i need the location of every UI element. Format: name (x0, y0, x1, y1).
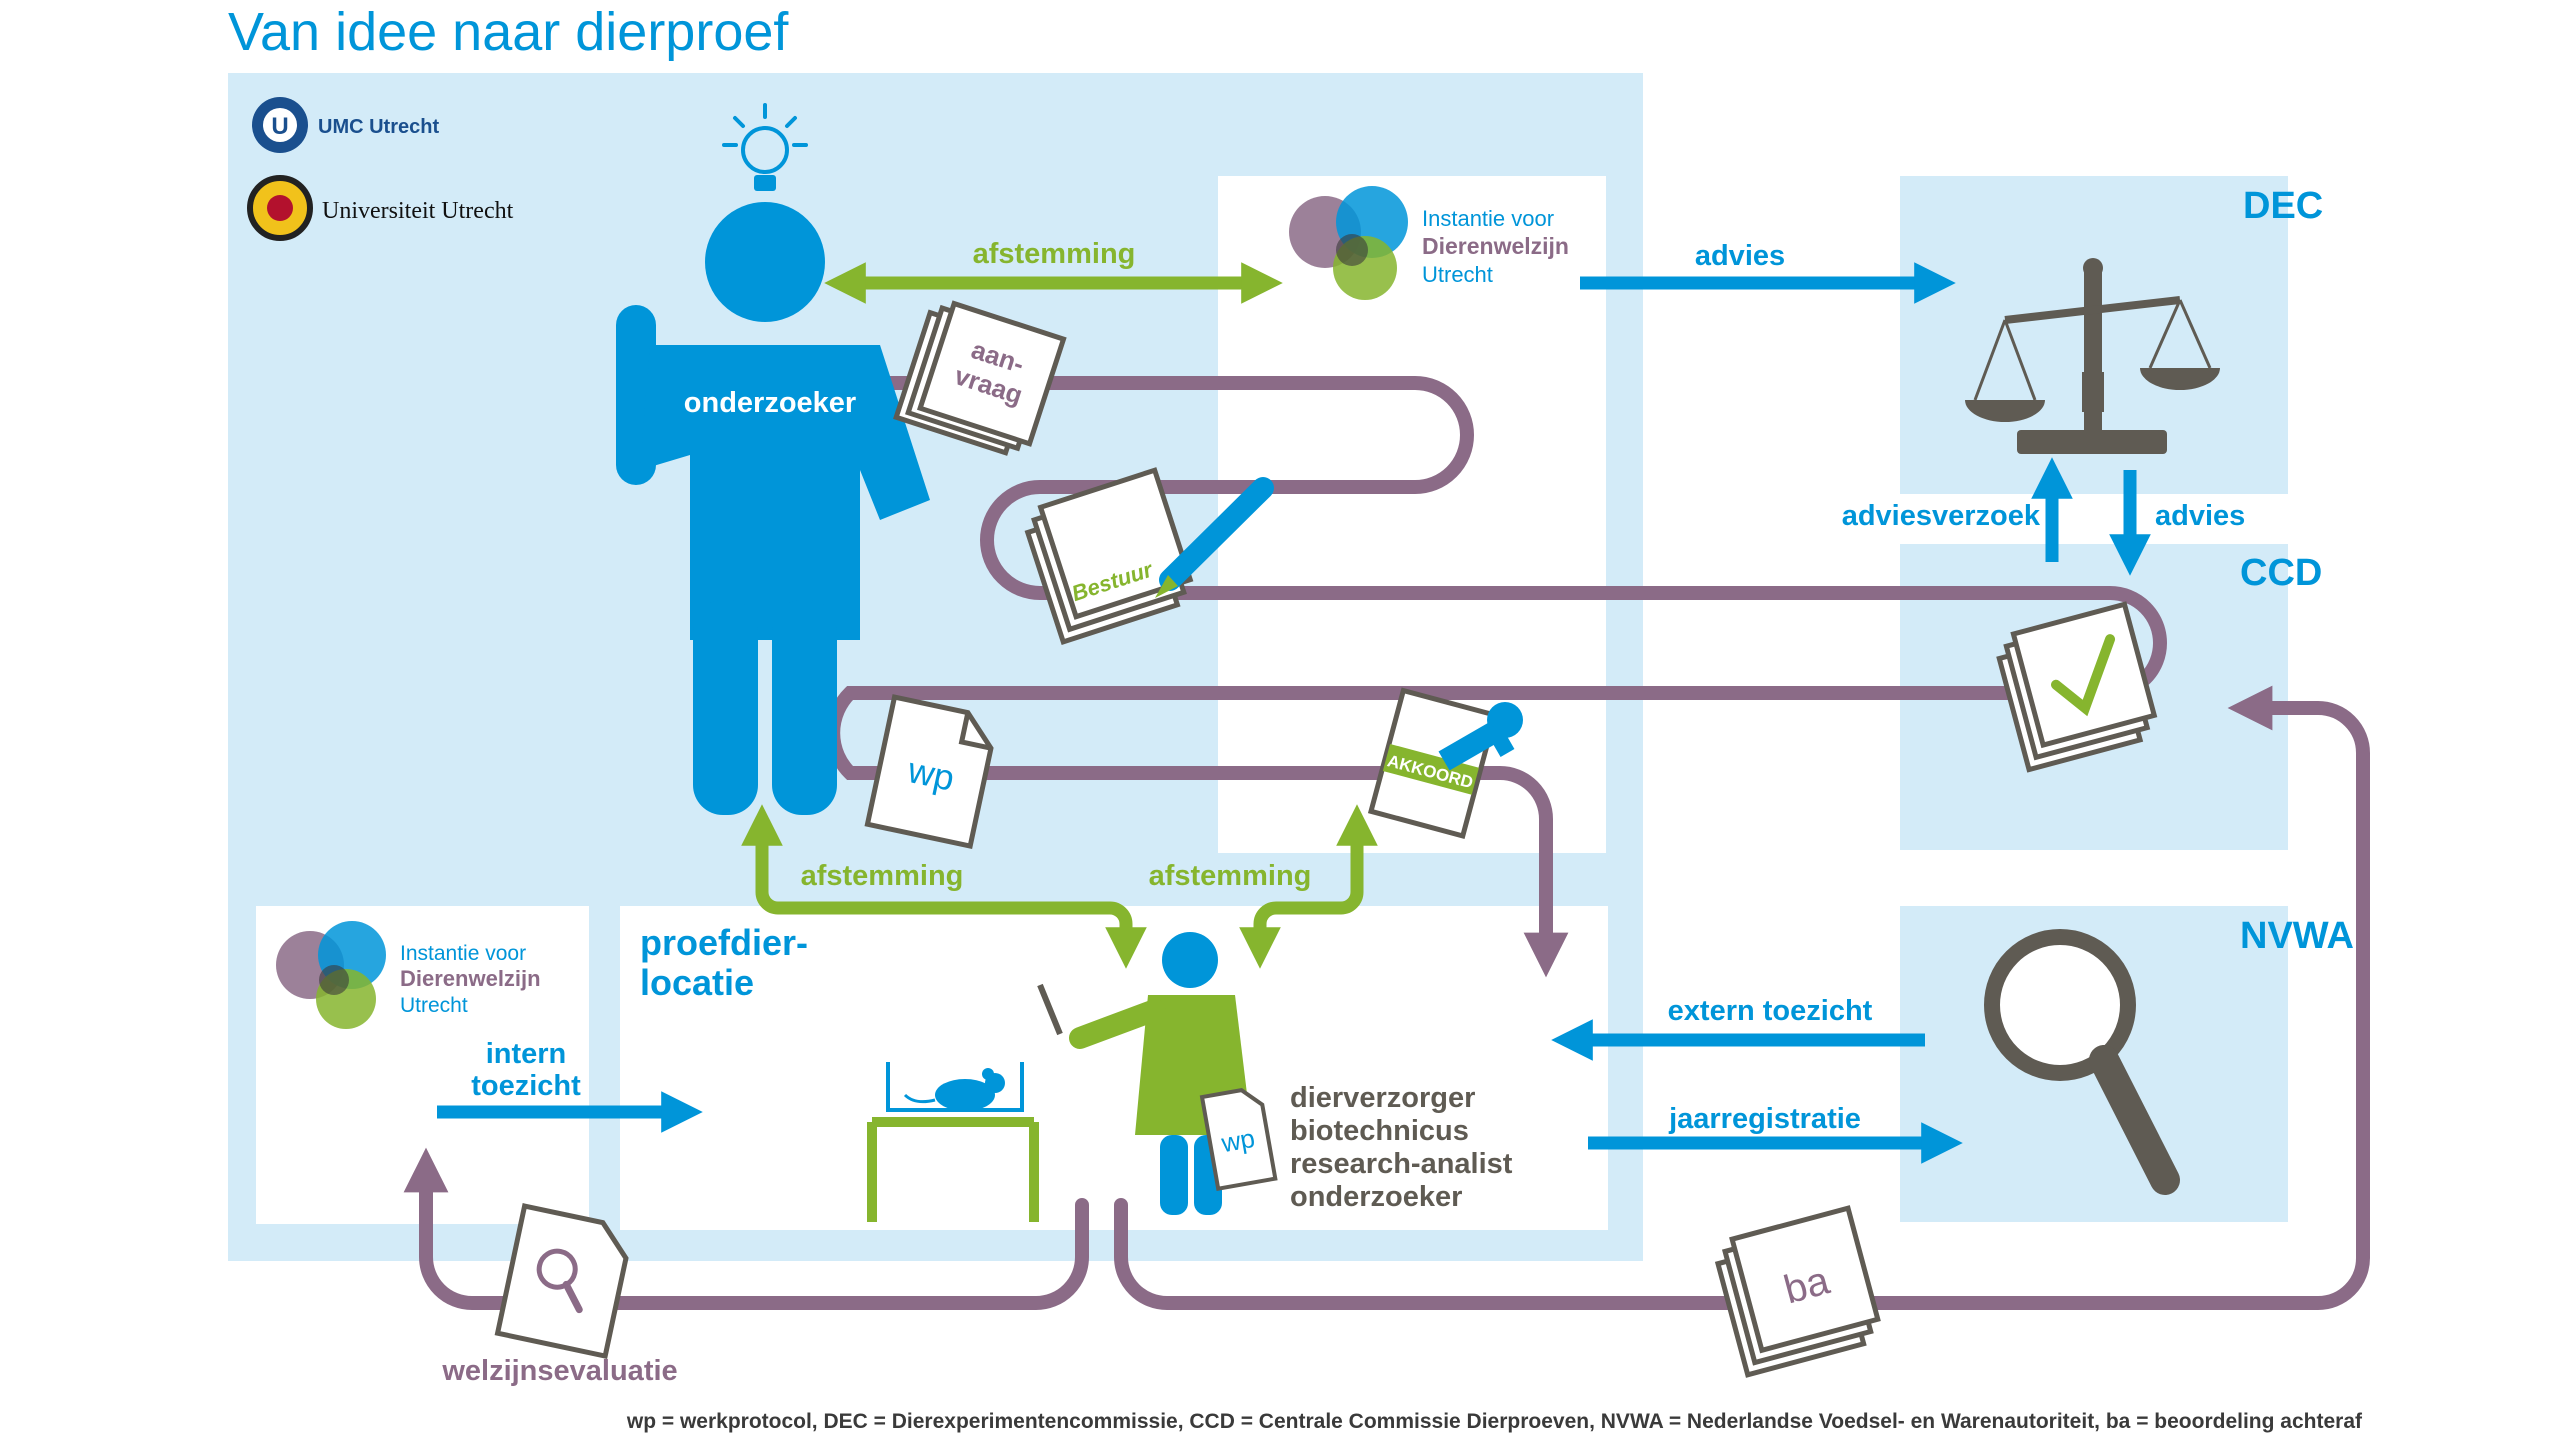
ivd-logo: Instantie voor Dierenwelzijn Utrecht (1289, 186, 1569, 300)
label-advies-ccd: advies (2155, 500, 2245, 532)
staff-figure: wp (1037, 932, 1278, 1215)
ivd-logo-small: Instantie voor Dierenwelzijn Utrecht (276, 921, 541, 1029)
retrospective-document: ba (1714, 1205, 1881, 1378)
staff-role-1: dierverzorger (1290, 1082, 1475, 1114)
mouse-icon (935, 1079, 995, 1111)
approval-document: AKKOORD (1367, 687, 1523, 839)
label-extern-toezicht: extern toezicht (1668, 995, 1873, 1027)
svg-text:Utrecht: Utrecht (400, 994, 468, 1017)
page-title: Van idee naar dierproef (228, 2, 789, 62)
label-afstemming-left: afstemming (801, 860, 964, 892)
blue-arrows (437, 262, 2151, 1164)
work-protocol-document: wp (864, 694, 994, 850)
dec-label: DEC (2243, 185, 2323, 227)
ccd-approval-document (1996, 601, 2158, 773)
svg-text:wp: wp (904, 749, 959, 799)
mouse-cage-icon (867, 1062, 1039, 1222)
svg-text:U: U (271, 113, 288, 140)
magnifier-icon (536, 1248, 578, 1290)
label-jaarregistratie: jaarregistratie (1668, 1103, 1861, 1135)
application-document: aan- vraag (893, 300, 1067, 456)
welfare-evaluation-document (494, 1203, 629, 1360)
syringe-icon (1037, 983, 1063, 1036)
staff-role-3: research-analist (1290, 1148, 1513, 1180)
staff-wp-document: wp (1199, 1088, 1278, 1191)
uu-logo: Universiteit Utrecht (247, 175, 514, 241)
svg-text:Dierenwelzijn: Dierenwelzijn (400, 966, 541, 991)
nvwa-label: NVWA (2240, 915, 2354, 957)
staff-role-4: onderzoeker (1290, 1181, 1462, 1213)
process-path (403, 376, 2370, 1310)
label-afstemming-top: afstemming (973, 238, 1136, 270)
svg-text:wp: wp (1218, 1123, 1257, 1158)
researcher-label: onderzoeker (684, 387, 856, 419)
stamp-icon (1438, 702, 1523, 771)
researcher-figure: onderzoeker (616, 202, 930, 815)
label-advies-top: advies (1695, 240, 1785, 272)
label-adviesverzoek: adviesverzoek (1842, 500, 2041, 532)
location-label-2: locatie (640, 962, 754, 1003)
label-welzijnsevaluatie: welzijnsevaluatie (441, 1355, 677, 1387)
scale-icon (1965, 258, 2220, 454)
svg-text:Utrecht: Utrecht (1422, 262, 1493, 287)
label-intern-1: intern (486, 1038, 567, 1070)
location-label-1: proefdier- (640, 922, 808, 963)
svg-text:Instantie voor: Instantie voor (400, 942, 526, 965)
green-arrows (741, 262, 1378, 969)
board-document: Bestuur (1024, 467, 1274, 646)
umc-logo-text: UMC Utrecht (318, 116, 439, 138)
lightbulb-icon (722, 103, 808, 191)
staff-role-2: biotechnicus (1290, 1115, 1469, 1147)
label-intern-2: toezicht (471, 1070, 581, 1102)
umc-logo: U UMC Utrecht (252, 97, 439, 153)
magnifying-glass-icon (1984, 929, 2180, 1195)
label-afstemming-right: afstemming (1149, 860, 1312, 892)
svg-text:Instantie voor: Instantie voor (1422, 206, 1554, 231)
ccd-label: CCD (2240, 552, 2322, 594)
svg-text:Dierenwelzijn: Dierenwelzijn (1422, 233, 1569, 259)
checkmark-icon (2050, 634, 2116, 717)
pen-icon (1155, 477, 1274, 598)
footnote: wp = werkprotocol, DEC = Dierexperimente… (626, 1410, 2363, 1433)
uu-logo-text: Universiteit Utrecht (322, 198, 514, 224)
